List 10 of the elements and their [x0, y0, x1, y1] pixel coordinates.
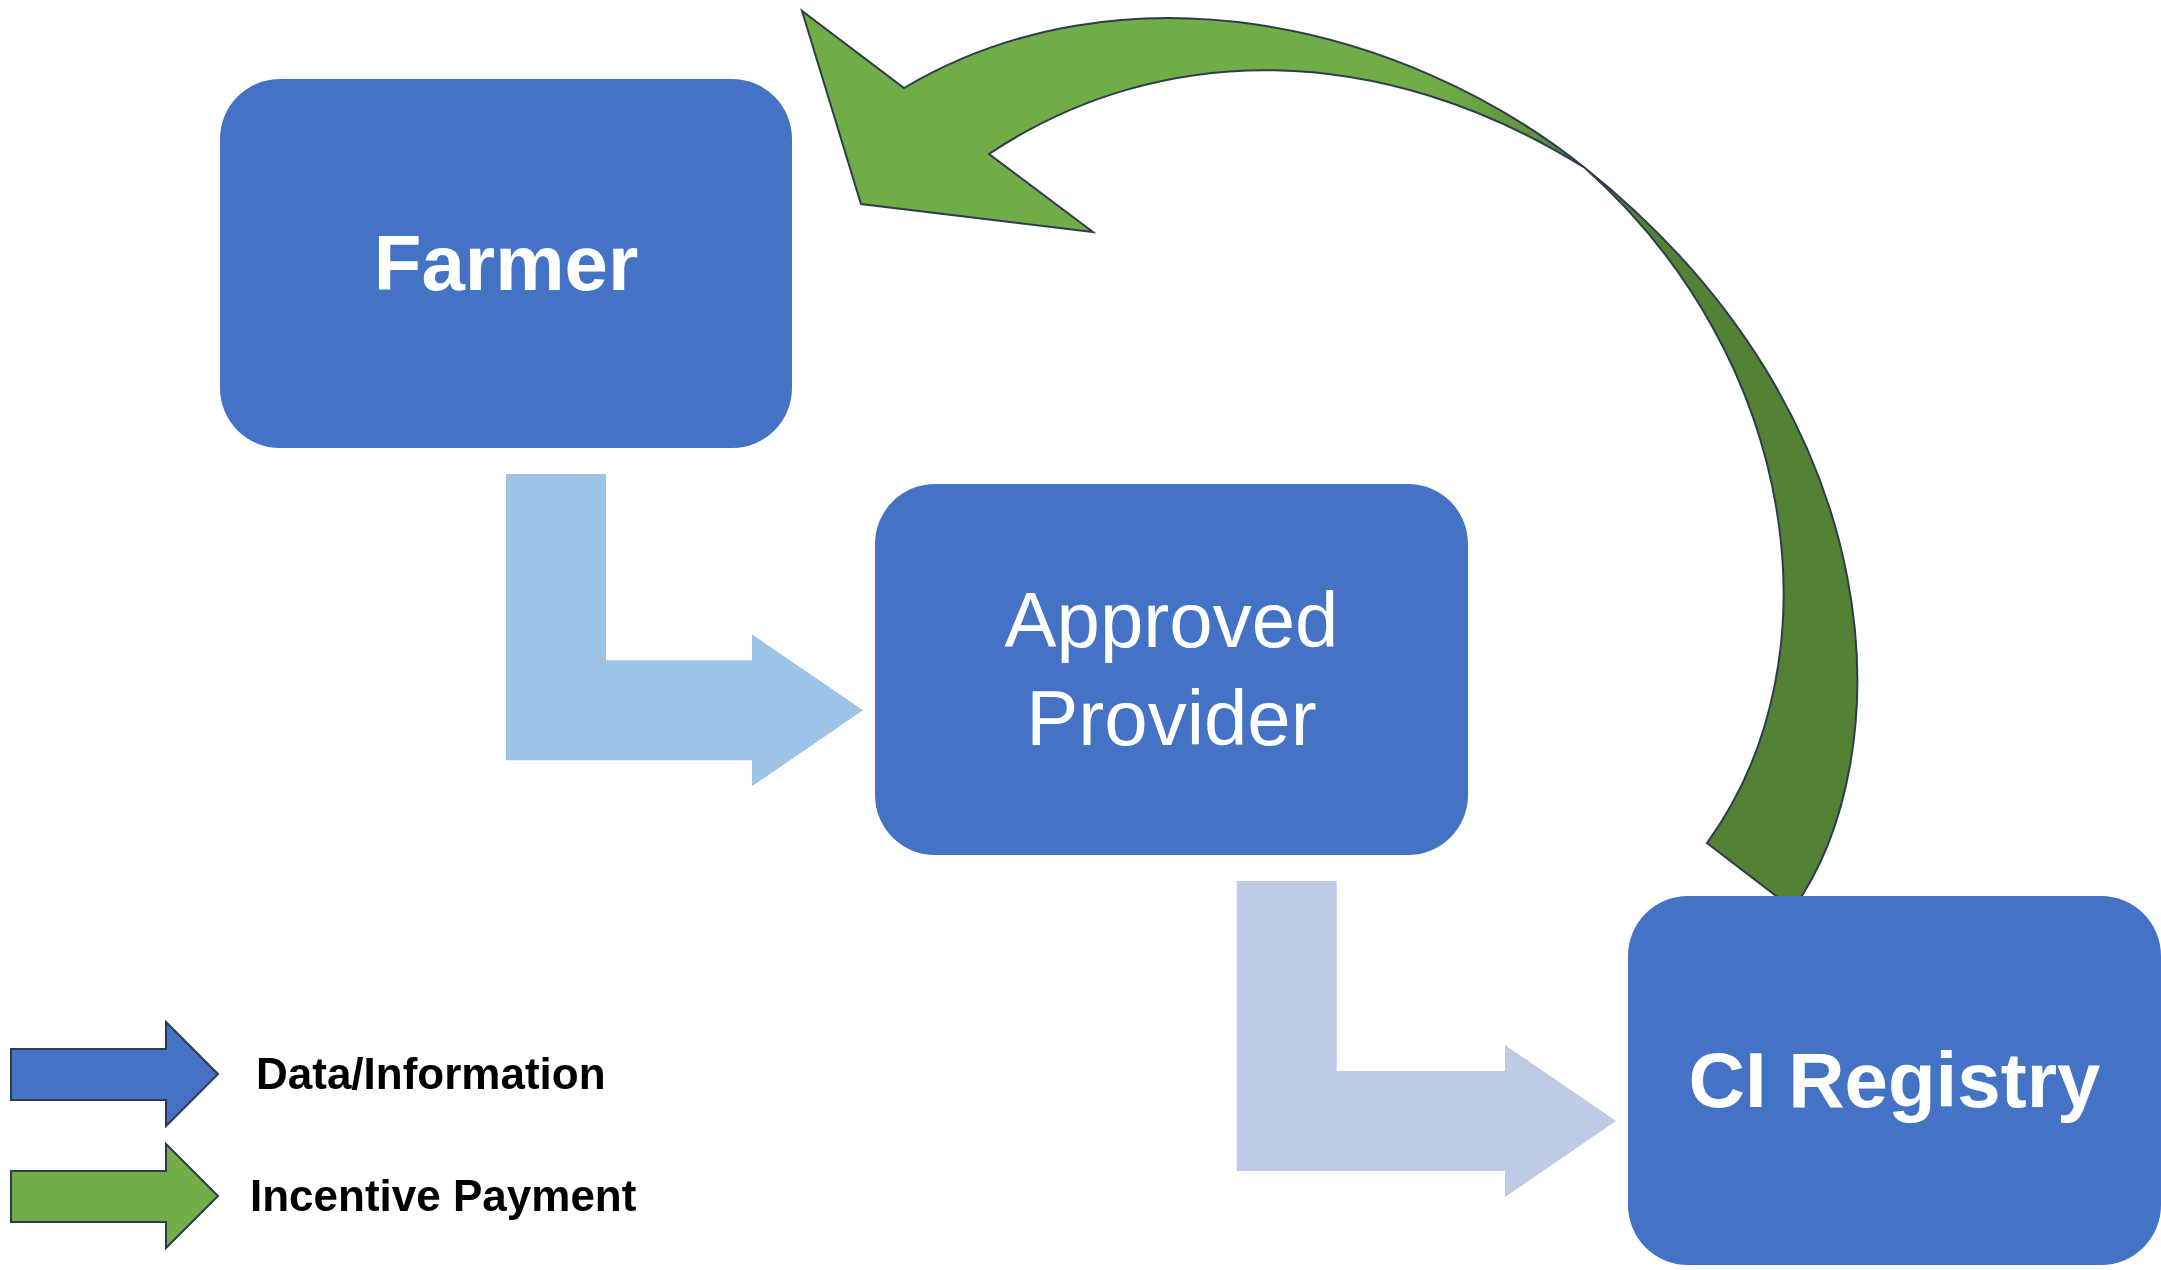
process-box — [875, 484, 1468, 855]
process-box — [220, 79, 792, 448]
legend-label: Incentive Payment — [250, 1171, 637, 1221]
legend-label: Data/Information — [256, 1049, 606, 1099]
node-label: CI Registry — [1688, 1034, 2101, 1126]
block-arrow — [1236, 881, 1616, 1198]
block-arrow — [506, 474, 863, 787]
node-label: Farmer — [373, 217, 639, 309]
node-label: Approved Provider — [1003, 575, 1340, 764]
process-box — [1628, 896, 2161, 1265]
